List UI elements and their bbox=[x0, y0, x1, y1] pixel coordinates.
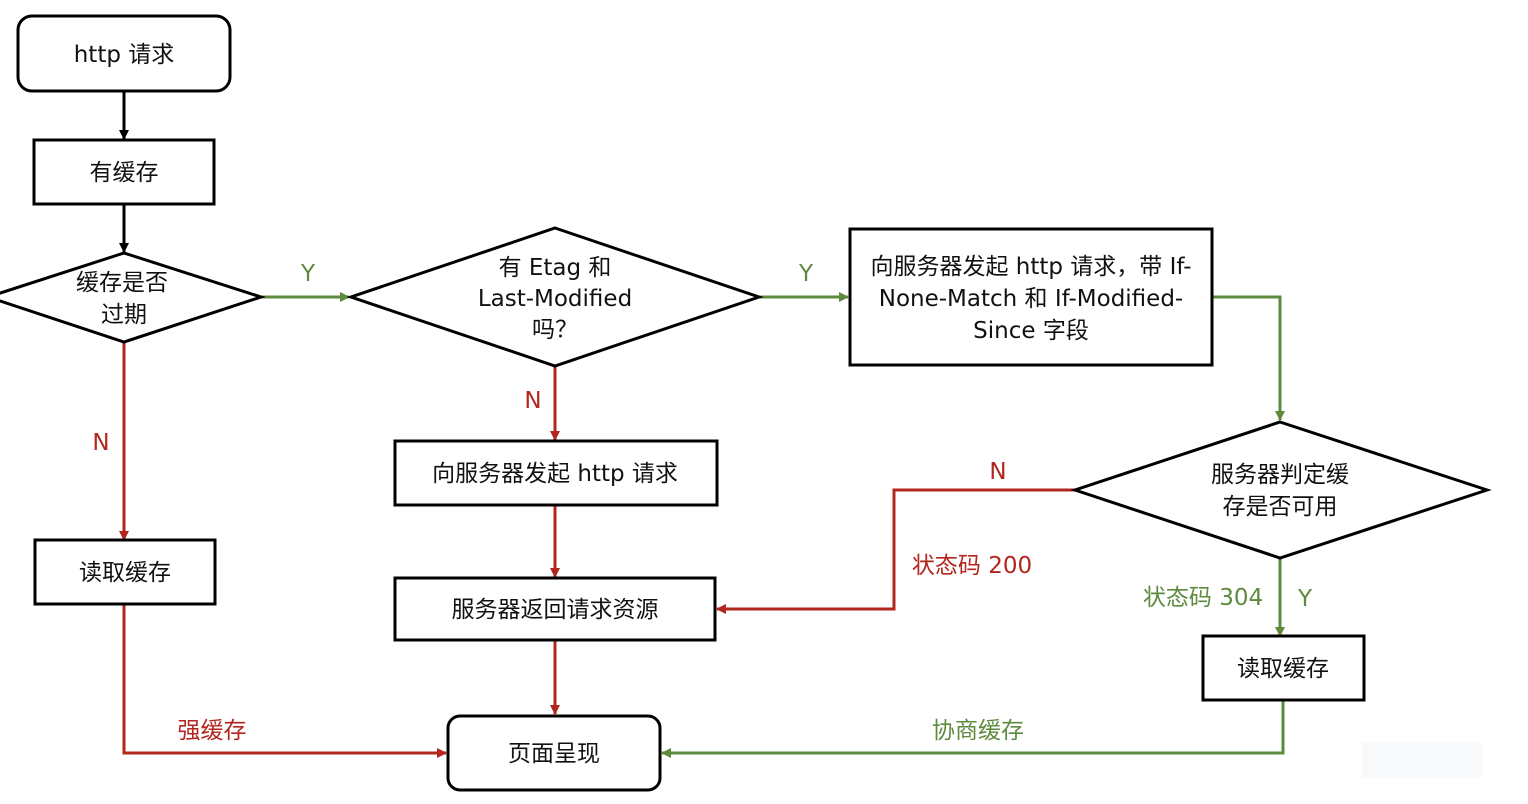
nodes bbox=[0, 14, 1492, 792]
label-server-returns: 服务器返回请求资源 bbox=[452, 597, 659, 623]
edge-label-expired-no: N bbox=[92, 430, 109, 456]
edge-label-negotiated-cache: 协商缓存 bbox=[932, 718, 1024, 744]
node-has-cache bbox=[32, 138, 216, 206]
edge-label-status-304: 状态码 304 bbox=[1143, 585, 1263, 611]
label-server-judges-1: 服务器判定缓 bbox=[1211, 462, 1349, 488]
edge-strong-cache bbox=[122, 604, 447, 758]
node-send-request bbox=[393, 439, 719, 507]
node-server-judges bbox=[1070, 420, 1492, 560]
label-conditional-2: None-Match 和 If-Modified- bbox=[879, 286, 1183, 312]
label-http-request: http 请求 bbox=[74, 42, 175, 68]
label-conditional-1: 向服务器发起 http 请求，带 If- bbox=[870, 254, 1191, 280]
edge-conditional-to-judge bbox=[1212, 295, 1285, 421]
edge-label-expired-yes: Y bbox=[300, 261, 316, 287]
label-has-etag-3: 吗？ bbox=[532, 317, 578, 343]
edge-label-judge-yes: Y bbox=[1297, 586, 1313, 612]
label-page-render: 页面呈现 bbox=[508, 741, 600, 767]
edge-label-etag-no: N bbox=[524, 388, 541, 414]
edge-label-strong-cache: 强缓存 bbox=[178, 718, 247, 744]
label-conditional-3: Since 字段 bbox=[973, 318, 1089, 344]
watermark-blur bbox=[1362, 742, 1482, 778]
edge-labels: Y N Y N N 状态码 200 状态码 304 Y 强缓存 协商缓存 bbox=[92, 261, 1313, 744]
edge-judge-no bbox=[716, 488, 1075, 614]
node-http-request bbox=[16, 14, 232, 93]
edges bbox=[119, 91, 1285, 758]
label-has-etag-1: 有 Etag 和 bbox=[499, 255, 612, 281]
label-read-cache-left: 读取缓存 bbox=[79, 560, 171, 586]
edge-label-judge-no: N bbox=[989, 459, 1006, 485]
edge-label-status-200: 状态码 200 bbox=[912, 553, 1032, 579]
node-has-etag bbox=[346, 226, 764, 368]
node-conditional-request bbox=[848, 227, 1214, 367]
label-cache-expired-2: 过期 bbox=[101, 302, 147, 328]
node-read-cache-right bbox=[1201, 634, 1366, 702]
edge-negotiated-cache bbox=[661, 700, 1285, 758]
label-cache-expired-1: 缓存是否 bbox=[76, 270, 168, 296]
node-read-cache-left bbox=[33, 538, 217, 606]
node-cache-expired bbox=[0, 251, 266, 344]
node-server-returns bbox=[393, 576, 717, 642]
label-send-request: 向服务器发起 http 请求 bbox=[432, 461, 678, 487]
label-server-judges-2: 存是否可用 bbox=[1223, 494, 1338, 520]
node-page-render bbox=[446, 714, 662, 792]
label-has-cache: 有缓存 bbox=[90, 160, 159, 186]
label-read-cache-right: 读取缓存 bbox=[1237, 656, 1329, 682]
edge-label-etag-yes: Y bbox=[798, 261, 814, 287]
node-labels: http 请求 有缓存 缓存是否 过期 有 Etag 和 Last-Modifi… bbox=[74, 42, 1349, 767]
label-has-etag-2: Last-Modified bbox=[478, 286, 632, 312]
